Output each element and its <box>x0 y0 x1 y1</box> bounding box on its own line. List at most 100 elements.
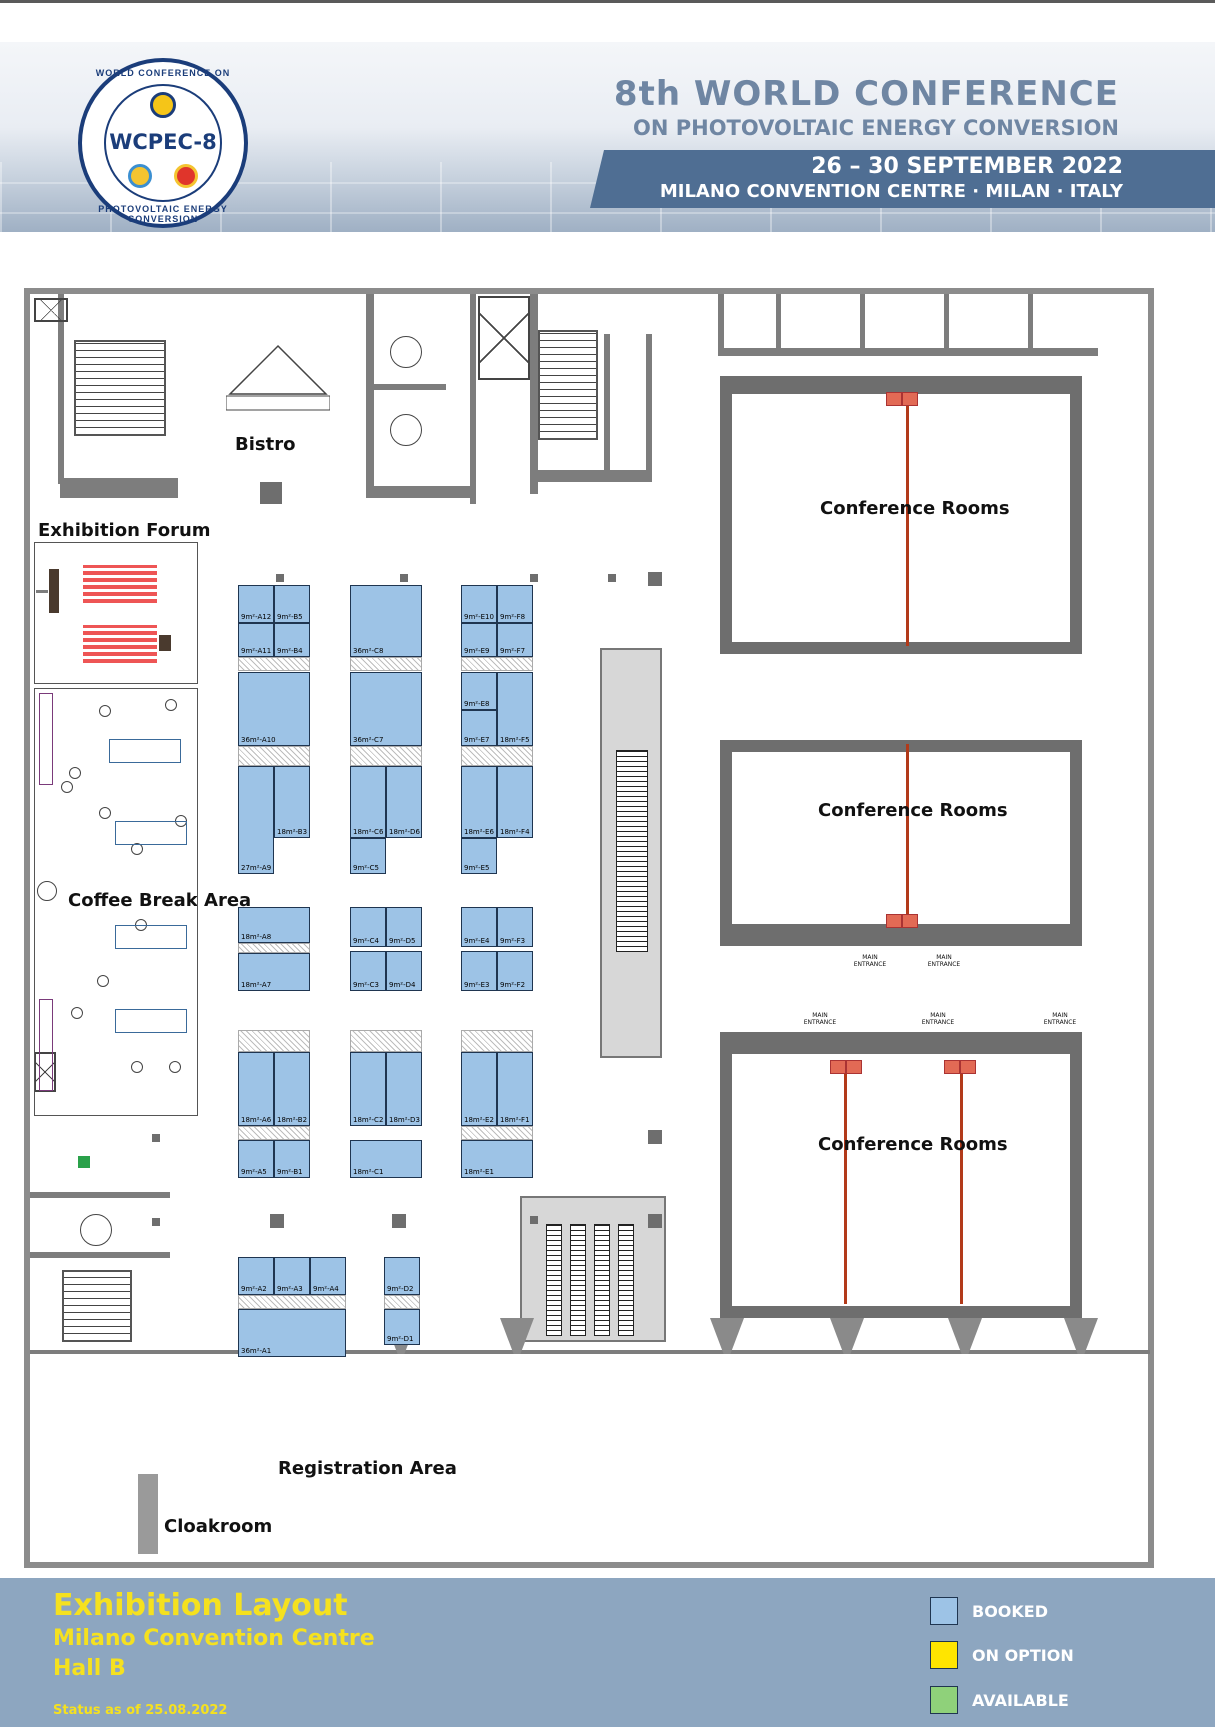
booth-f8[interactable]: 9m²-F8 <box>497 585 533 623</box>
booth-label: 9m²-E10 <box>464 613 494 621</box>
logo-ring-top-text: WORLD CONFERENCE ON <box>95 68 231 78</box>
booth-e4[interactable]: 9m²-E4 <box>461 907 497 947</box>
booth-label: 18m²-D6 <box>389 828 420 836</box>
booth-a12[interactable]: 9m²-A12 <box>238 585 274 623</box>
lounge-seating <box>115 925 187 949</box>
booth-a1[interactable]: 36m²-A1 <box>238 1309 346 1357</box>
coffee-break-area-label: Coffee Break Area <box>68 890 252 911</box>
booth-f4[interactable]: 18m²-F4 <box>497 766 533 838</box>
booth-label: 18m²-F1 <box>500 1116 530 1124</box>
escalator-steps <box>570 1224 586 1336</box>
staircase <box>538 330 598 440</box>
booth-d2[interactable]: 9m²-D2 <box>384 1257 420 1295</box>
room-divider <box>906 400 909 646</box>
booth-e3[interactable]: 9m²-E3 <box>461 951 497 991</box>
footer-panel <box>0 1578 1215 1727</box>
booth-b4[interactable]: 9m²-B4 <box>274 623 310 657</box>
booth-label: 9m²-C5 <box>353 864 379 872</box>
booth-b1[interactable]: 9m²-B1 <box>274 1140 310 1178</box>
wall <box>604 334 610 482</box>
pillar <box>270 1214 284 1228</box>
booth-f7[interactable]: 9m²-F7 <box>497 623 533 657</box>
booth-c4[interactable]: 9m²-C4 <box>350 907 386 947</box>
booth-c7[interactable]: 36m²-C7 <box>350 672 422 746</box>
booth-e7[interactable]: 9m²-E7 <box>461 710 497 746</box>
wall <box>30 1192 170 1198</box>
legend-label-available: AVAILABLE <box>972 1691 1069 1710</box>
pillar <box>276 574 284 582</box>
booth-d4[interactable]: 9m²-D4 <box>386 951 422 991</box>
booth-a3[interactable]: 9m²-A3 <box>274 1257 310 1295</box>
booth-a9[interactable]: 27m²-A9 <box>238 766 274 874</box>
counter <box>39 693 53 785</box>
booth-a11[interactable]: 9m²-A11 <box>238 623 274 657</box>
conference-title: 8th WORLD CONFERENCE <box>613 74 1119 114</box>
door-icon <box>886 914 902 928</box>
booth-a6[interactable]: 18m²-A6 <box>238 1052 274 1126</box>
wall <box>366 294 374 494</box>
booth-e9[interactable]: 9m²-E9 <box>461 623 497 657</box>
booth-e5[interactable]: 9m²-E5 <box>461 838 497 874</box>
wall <box>30 1252 170 1258</box>
top-border <box>0 0 1215 3</box>
booth-e2[interactable]: 18m²-E2 <box>461 1052 497 1126</box>
booth-c6[interactable]: 18m²-C6 <box>350 766 386 838</box>
booth-d5[interactable]: 9m²-D5 <box>386 907 422 947</box>
booth-label: 18m²-C6 <box>353 828 384 836</box>
booth-b3[interactable]: 18m²-B3 <box>274 766 310 838</box>
booth-f1[interactable]: 18m²-F1 <box>497 1052 533 1126</box>
cafe-table <box>99 807 111 819</box>
booth-hatched-area <box>350 657 422 671</box>
legend-label-booked: BOOKED <box>972 1602 1049 1621</box>
lift-shaft <box>34 298 68 322</box>
booth-label: 9m²-E3 <box>464 981 490 989</box>
booth-hatched-area <box>461 746 533 766</box>
wall <box>60 478 178 498</box>
pillar <box>648 1130 662 1144</box>
lectern <box>159 635 171 651</box>
audience-seating <box>83 625 157 663</box>
booth-a5[interactable]: 9m²-A5 <box>238 1140 274 1178</box>
booth-d3[interactable]: 18m²-D3 <box>386 1052 422 1126</box>
registration-desk <box>710 1318 744 1354</box>
booth-c1[interactable]: 18m²-C1 <box>350 1140 422 1178</box>
booth-e10[interactable]: 9m²-E10 <box>461 585 497 623</box>
booth-a2[interactable]: 9m²-A2 <box>238 1257 274 1295</box>
booth-a8[interactable]: 18m²-A8 <box>238 907 310 943</box>
booth-label: 9m²-C4 <box>353 937 379 945</box>
wall <box>860 294 865 354</box>
cafe-table <box>69 767 81 779</box>
booth-c8[interactable]: 36m²-C8 <box>350 585 422 657</box>
booth-e6[interactable]: 18m²-E6 <box>461 766 497 838</box>
booth-label: 18m²-B3 <box>277 828 308 836</box>
booth-d6[interactable]: 18m²-D6 <box>386 766 422 838</box>
booth-e1[interactable]: 18m²-E1 <box>461 1140 533 1178</box>
booth-d1[interactable]: 9m²-D1 <box>384 1309 420 1345</box>
booth-label: 9m²-E5 <box>464 864 490 872</box>
booth-c3[interactable]: 9m²-C3 <box>350 951 386 991</box>
booth-f2[interactable]: 9m²-F2 <box>497 951 533 991</box>
cafe-table <box>61 781 73 793</box>
booth-c2[interactable]: 18m²-C2 <box>350 1052 386 1126</box>
booth-label: 9m²-F8 <box>500 613 526 621</box>
cafe-table <box>131 843 143 855</box>
registration-desk <box>830 1318 864 1354</box>
date-band <box>590 150 1215 208</box>
booth-b2[interactable]: 18m²-B2 <box>274 1052 310 1126</box>
booth-label: 18m²-E2 <box>464 1116 494 1124</box>
logo-text: WCPEC-8 <box>109 130 217 154</box>
booth-label: 18m²-E6 <box>464 828 494 836</box>
booth-b5[interactable]: 9m²-B5 <box>274 585 310 623</box>
conference-dates: 26 – 30 SEPTEMBER 2022 <box>811 154 1123 179</box>
booth-f5[interactable]: 18m²-F5 <box>497 672 533 746</box>
pillar <box>608 574 616 582</box>
booth-a10[interactable]: 36m²-A10 <box>238 672 310 746</box>
booth-a4[interactable]: 9m²-A4 <box>310 1257 346 1295</box>
booth-f3[interactable]: 9m²-F3 <box>497 907 533 947</box>
booth-a7[interactable]: 18m²-A7 <box>238 953 310 991</box>
main-entrance-label: MAIN ENTRANCE <box>803 1012 837 1026</box>
booth-label: 18m²-E1 <box>464 1168 494 1176</box>
booth-e8[interactable]: 9m²-E8 <box>461 672 497 710</box>
booth-label: 18m²-C1 <box>353 1168 384 1176</box>
booth-c5[interactable]: 9m²-C5 <box>350 838 386 874</box>
